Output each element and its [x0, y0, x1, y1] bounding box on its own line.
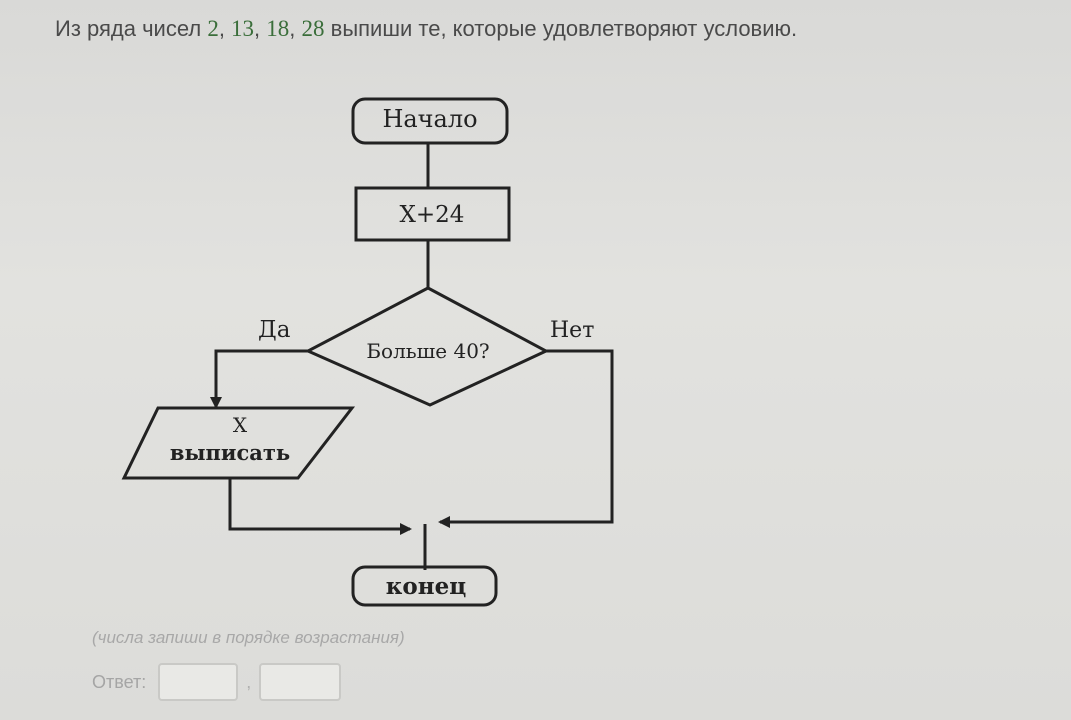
task-prefix: Из ряда чисел: [55, 16, 208, 41]
answer-separator: ,: [246, 671, 252, 692]
task-number-2: 13: [231, 16, 255, 41]
answer-hint: (числа запиши в порядке возрастания): [92, 628, 405, 647]
task-suffix: выпиши те, которые удовлетворяют условию…: [324, 16, 798, 41]
answer-input-1[interactable]: [158, 663, 239, 701]
task-sep-2: ,: [254, 16, 267, 41]
start-terminal: [351, 97, 509, 145]
answer-row: Ответ: ,: [92, 662, 342, 702]
connector-no-branch: [438, 349, 614, 528]
end-label: конец: [386, 573, 466, 600]
output-parallelogram: [121, 406, 356, 480]
connector-output-merge: [228, 478, 412, 535]
task-sep-3: ,: [289, 16, 302, 41]
connector-yes-branch: [210, 349, 308, 409]
decision-diamond: [304, 286, 550, 407]
yes-label: Да: [258, 317, 291, 343]
process-label: X+24: [400, 202, 465, 228]
decision-label: Больше 40?: [366, 339, 489, 363]
output-variable: X: [233, 413, 248, 437]
task-text: Из ряда чисел 2, 13, 18, 28 выпиши те, к…: [55, 16, 1055, 42]
answer-label: Ответ:: [92, 671, 147, 692]
task-number-1: 2: [207, 16, 219, 41]
task-number-4: 28: [301, 16, 325, 41]
task-sep-1: ,: [218, 16, 232, 41]
answer-input-2[interactable]: [259, 663, 342, 701]
output-label: выписать: [170, 440, 290, 465]
end-terminal: [351, 565, 498, 607]
start-label: Начало: [382, 105, 477, 133]
no-label: Нет: [550, 318, 594, 343]
task-number-3: 18: [266, 16, 290, 41]
process-box: [354, 186, 511, 242]
